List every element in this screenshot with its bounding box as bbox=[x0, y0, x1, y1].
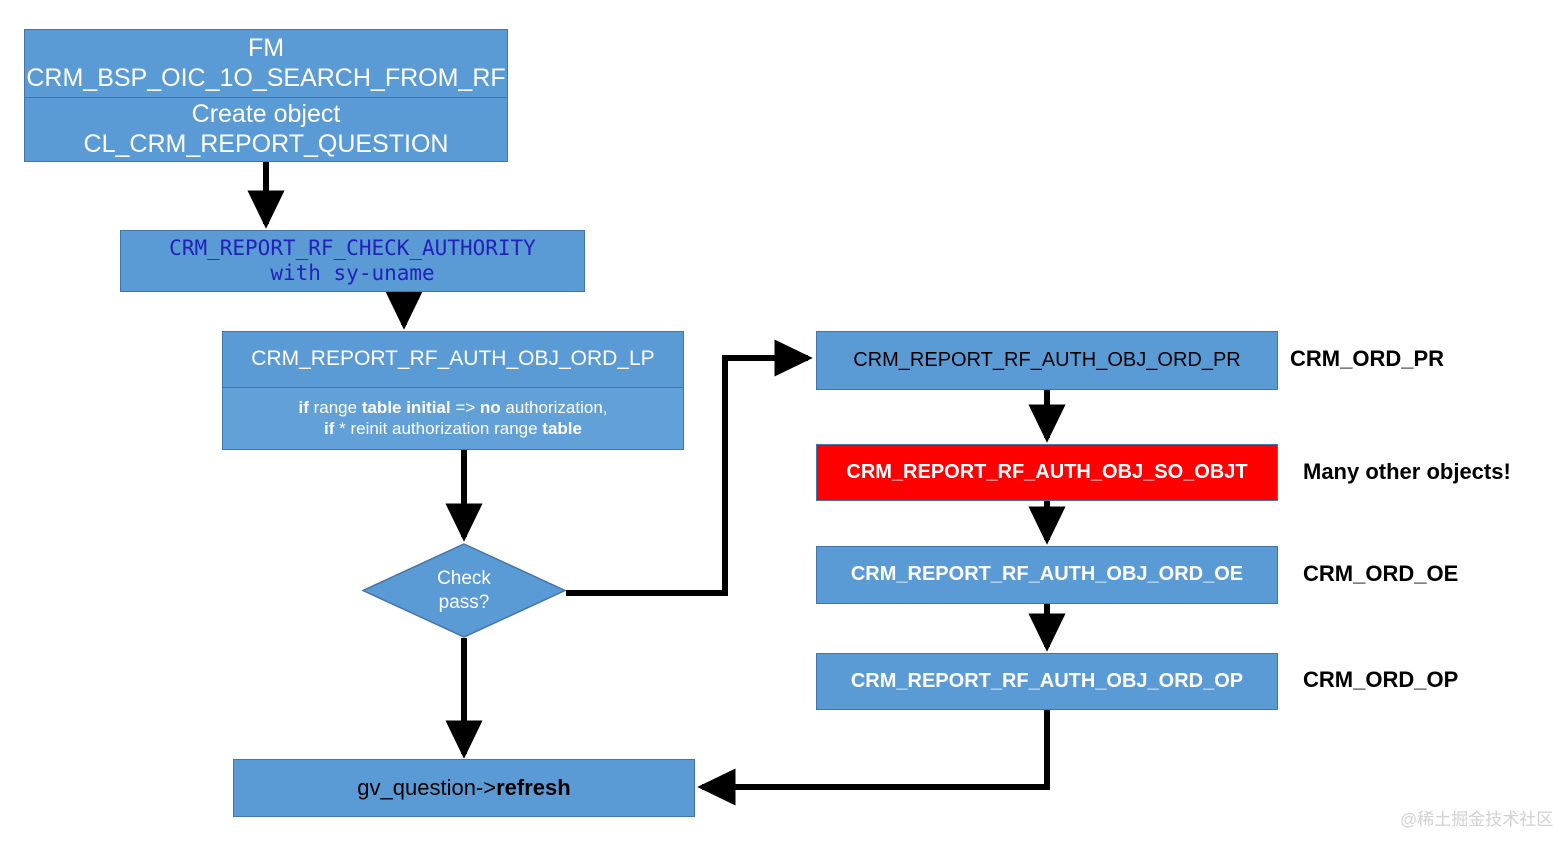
node-ord-lp[interactable]: CRM_REPORT_RF_AUTH_OBJ_ORD_LP if range t… bbox=[222, 331, 684, 450]
side-label-ord-op: CRM_ORD_OP bbox=[1303, 667, 1459, 692]
note-table-initial: table initial bbox=[361, 398, 451, 418]
node-so-objt-label: CRM_REPORT_RF_AUTH_OBJ_SO_OBJT bbox=[846, 460, 1248, 483]
node-fm-line1: FM bbox=[247, 34, 285, 62]
refresh-prefix: gv_question-> bbox=[357, 775, 497, 801]
node-fm-body: Create object CL_CRM_REPORT_QUESTION bbox=[25, 97, 507, 161]
note-range: range bbox=[308, 398, 362, 418]
note-authorization: authorization, bbox=[500, 398, 608, 418]
node-ord-lp-note: if range table initial => no authorizati… bbox=[223, 387, 683, 449]
node-refresh-text: gv_question->refresh bbox=[234, 760, 694, 816]
note-reinit: * reinit authorization range bbox=[334, 418, 543, 438]
node-fm-line4: CL_CRM_REPORT_QUESTION bbox=[83, 129, 449, 158]
node-check-authority[interactable]: CRM_REPORT_RF_CHECK_AUTHORITY with sy-un… bbox=[120, 230, 585, 292]
node-ord-lp-note-line1: if range table initial => no authorizati… bbox=[298, 398, 607, 418]
refresh-method: refresh bbox=[496, 775, 571, 801]
node-ord-lp-note-line2: if * reinit authorization range table bbox=[324, 419, 582, 439]
side-label-ord-oe: CRM_ORD_OE bbox=[1303, 561, 1459, 586]
side-label-many-other-objects: Many other objects! bbox=[1303, 459, 1511, 484]
note-if-1: if bbox=[298, 398, 309, 418]
node-fm-header: FM CRM_BSP_OIC_1O_SEARCH_FROM_RF bbox=[25, 30, 507, 97]
node-gv-question-refresh[interactable]: gv_question->refresh bbox=[233, 759, 695, 817]
note-no: no bbox=[479, 398, 501, 418]
node-fm-search-from-rf[interactable]: FM CRM_BSP_OIC_1O_SEARCH_FROM_RF Create … bbox=[24, 29, 508, 162]
node-ord-op-label: CRM_REPORT_RF_AUTH_OBJ_ORD_OP bbox=[850, 669, 1244, 692]
note-arrow: => bbox=[450, 398, 480, 418]
node-check-authority-line1: CRM_REPORT_RF_CHECK_AUTHORITY bbox=[169, 236, 536, 261]
node-check-authority-line2: with sy-uname bbox=[270, 261, 435, 285]
decision-shape bbox=[362, 543, 566, 638]
node-decision-check-pass[interactable]: Check pass? bbox=[362, 543, 566, 638]
connector-ord-op-to-refresh bbox=[697, 709, 1050, 806]
node-ord-pr-label: CRM_REPORT_RF_AUTH_OBJ_ORD_PR bbox=[853, 348, 1241, 371]
node-check-authority-text: CRM_REPORT_RF_CHECK_AUTHORITY with sy-un… bbox=[121, 231, 584, 291]
side-label-ord-pr: CRM_ORD_PR bbox=[1290, 346, 1445, 371]
node-so-objt[interactable]: CRM_REPORT_RF_AUTH_OBJ_SO_OBJT bbox=[816, 444, 1278, 501]
node-ord-oe[interactable]: CRM_REPORT_RF_AUTH_OBJ_ORD_OE bbox=[816, 546, 1278, 604]
watermark-text: @稀土掘金技术社区 bbox=[1400, 810, 1554, 829]
note-table-2: table bbox=[542, 418, 582, 438]
node-fm-line2: CRM_BSP_OIC_1O_SEARCH_FROM_RF bbox=[26, 63, 506, 92]
node-fm-line3: Create object bbox=[191, 100, 341, 128]
node-ord-lp-title: CRM_REPORT_RF_AUTH_OBJ_ORD_LP bbox=[251, 347, 655, 371]
node-ord-oe-label: CRM_REPORT_RF_AUTH_OBJ_ORD_OE bbox=[850, 563, 1244, 586]
node-ord-pr[interactable]: CRM_REPORT_RF_AUTH_OBJ_ORD_PR bbox=[816, 331, 1278, 390]
note-if-2: if bbox=[324, 418, 335, 438]
node-ord-op[interactable]: CRM_REPORT_RF_AUTH_OBJ_ORD_OP bbox=[816, 653, 1278, 710]
